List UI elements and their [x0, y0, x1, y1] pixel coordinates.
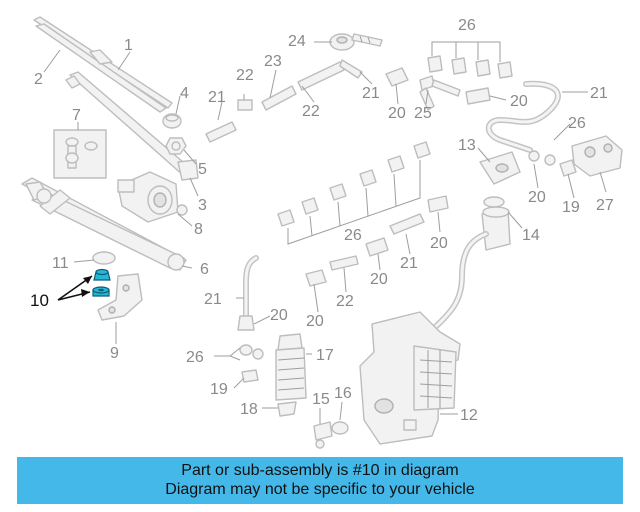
- small-clips-right: [528, 150, 577, 177]
- callout-13: 13: [458, 137, 476, 154]
- callout-2: 2: [34, 71, 43, 88]
- callout-6: 6: [200, 261, 209, 278]
- callout-20-f: 20: [306, 313, 324, 330]
- callout-5: 5: [198, 161, 207, 178]
- callout-21-e: 21: [204, 291, 222, 308]
- callout-24: 24: [288, 33, 306, 50]
- callout-15: 15: [312, 391, 330, 408]
- callout-22-b: 22: [302, 103, 320, 120]
- wiper-blade: [33, 16, 173, 113]
- callout-25: 25: [414, 105, 432, 122]
- callout-21-b: 21: [362, 85, 380, 102]
- callout-20-b: 20: [510, 93, 528, 110]
- wiper-nut-cap: [162, 113, 187, 155]
- leader-lines: [43, 41, 607, 424]
- hose-pieces-middle: [305, 195, 449, 287]
- callout-4: 4: [180, 85, 189, 102]
- callout-21-c: 21: [590, 85, 608, 102]
- small-parts-bottom: [241, 369, 349, 449]
- washer-nozzle-24: [329, 33, 383, 51]
- callout-26-c: 26: [344, 227, 362, 244]
- callout-3: 3: [198, 197, 207, 214]
- hose-fittings-upper: [205, 59, 409, 143]
- callout-12: 12: [460, 407, 478, 424]
- info-banner: Part or sub-assembly is #10 in diagram D…: [17, 457, 623, 504]
- callout-20-a: 20: [388, 105, 406, 122]
- clips-group-top: [427, 41, 513, 79]
- reservoir-cap-14: [481, 196, 511, 251]
- callout-21-a: 21: [208, 89, 226, 106]
- callout-7: 7: [72, 107, 81, 124]
- callout-19b: 19: [562, 199, 580, 216]
- callout-26-b: 26: [568, 115, 586, 132]
- callout-14: 14: [522, 227, 540, 244]
- callout-23: 23: [264, 53, 282, 70]
- highlighted-part-10: [92, 268, 111, 297]
- wiper-arm: [65, 71, 199, 181]
- callout-numbers: 1 2 3 4 5 6 7 8 9 10 11 12 13 14 15 16 1…: [30, 17, 614, 424]
- callout-10: 10: [30, 291, 49, 310]
- callout-26-d: 26: [186, 349, 204, 366]
- banner-line-2: Diagram may not be specific to your vehi…: [165, 481, 475, 498]
- highlight-arrows: [57, 275, 93, 301]
- nozzle-housing-13: [479, 151, 521, 185]
- callout-22-c: 22: [336, 293, 354, 310]
- pump-motor-17: [275, 333, 307, 401]
- callout-26-a: 26: [458, 17, 476, 34]
- callout-17: 17: [316, 347, 334, 364]
- callout-9: 9: [110, 345, 119, 362]
- mounting-bracket: [92, 251, 143, 321]
- callout-1: 1: [124, 37, 133, 54]
- callout-20-c: 20: [528, 189, 546, 206]
- wiper-linkage: [21, 177, 187, 271]
- clips-group-middle: [277, 141, 431, 245]
- callout-27: 27: [596, 197, 614, 214]
- banner-line-1: Part or sub-assembly is #10 in diagram: [181, 462, 459, 479]
- callout-8: 8: [194, 221, 203, 238]
- pump-block-27: [571, 135, 623, 177]
- wiper-motor: [117, 171, 188, 223]
- callout-11: 11: [52, 255, 69, 272]
- callout-22-a: 22: [236, 67, 254, 84]
- callout-19: 19: [210, 381, 228, 398]
- callout-18: 18: [240, 401, 258, 418]
- washer-reservoir-12: [359, 231, 489, 445]
- callout-20-g: 20: [270, 307, 288, 324]
- tee-connectors: [419, 75, 491, 111]
- callout-16: 16: [334, 385, 352, 402]
- callout-21-d: 21: [400, 255, 418, 272]
- hose-vertical-21: [237, 255, 264, 360]
- callout-20-d: 20: [430, 235, 448, 252]
- callout-20-e: 20: [370, 271, 388, 288]
- washer-hose-long: [485, 80, 561, 153]
- fastener-inset-box: [53, 129, 107, 179]
